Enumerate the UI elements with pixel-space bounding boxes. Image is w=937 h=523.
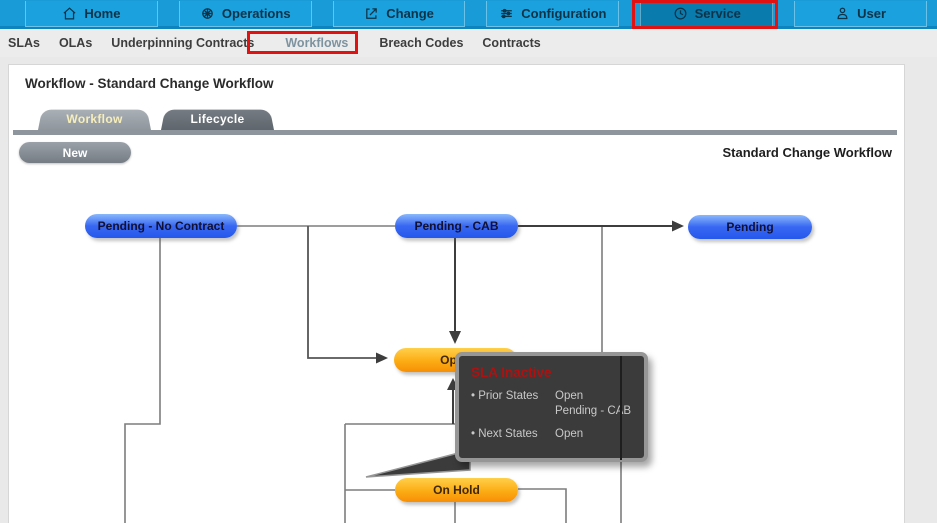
subnav-item-olas[interactable]: OLAs: [58, 36, 93, 50]
nav-tab-configuration[interactable]: Configuration: [486, 1, 620, 27]
home-icon: [63, 7, 76, 20]
page-title: Workflow - Standard Change Workflow: [25, 76, 274, 91]
content-panel: Workflow - Standard Change Workflow Work…: [8, 64, 905, 523]
subnav-item-workflows[interactable]: Workflows: [285, 36, 349, 50]
nav-tab-user[interactable]: User: [794, 1, 927, 27]
tab-underline-bar: [13, 130, 897, 135]
nav-tab-operations[interactable]: Operations: [178, 1, 312, 27]
nav-tab-label: Configuration: [521, 6, 607, 21]
service-clock-icon: [674, 7, 687, 20]
configuration-icon: [501, 8, 513, 19]
nav-tab-label: Change: [386, 6, 434, 21]
workflow-node-pending-no-contract[interactable]: Pending - No Contract: [85, 214, 237, 238]
tab-workflow[interactable]: Workflow: [38, 108, 151, 130]
tab-lifecycle[interactable]: Lifecycle: [161, 108, 274, 130]
nav-tab-home[interactable]: Home: [25, 1, 158, 27]
nav-tab-label: User: [857, 6, 887, 21]
change-icon: [366, 8, 378, 19]
workflow-node-on-hold[interactable]: On Hold: [395, 478, 518, 502]
tab-strip: Workflow Lifecycle: [38, 108, 904, 130]
nav-tab-service[interactable]: Service: [640, 1, 774, 27]
user-icon: [837, 7, 848, 20]
service-sub-navigation: SLAs OLAs Underpinning Contracts Workflo…: [0, 29, 937, 57]
workflow-node-pending-cab[interactable]: Pending - CAB: [395, 214, 518, 238]
top-navigation-bar: Home Operations Change Configuration Ser…: [0, 0, 937, 29]
workflow-node-pending[interactable]: Pending: [688, 215, 812, 239]
subnav-item-breach-codes[interactable]: Breach Codes: [379, 36, 464, 50]
nav-tab-label: Home: [84, 6, 121, 21]
new-button[interactable]: New: [19, 142, 131, 163]
nav-tab-label: Operations: [221, 6, 291, 21]
nav-tab-label: Service: [694, 6, 741, 21]
subnav-item-contracts[interactable]: Contracts: [482, 36, 541, 50]
workflow-node-open[interactable]: Open: [394, 348, 517, 372]
operations-icon: [202, 8, 213, 19]
subnav-item-underpinning-contracts[interactable]: Underpinning Contracts: [111, 36, 255, 50]
subnav-item-slas[interactable]: SLAs: [8, 36, 40, 50]
workflow-name-label: Standard Change Workflow: [722, 145, 893, 160]
toolbar: New Standard Change Workflow: [19, 142, 892, 163]
nav-tab-change[interactable]: Change: [332, 1, 466, 27]
